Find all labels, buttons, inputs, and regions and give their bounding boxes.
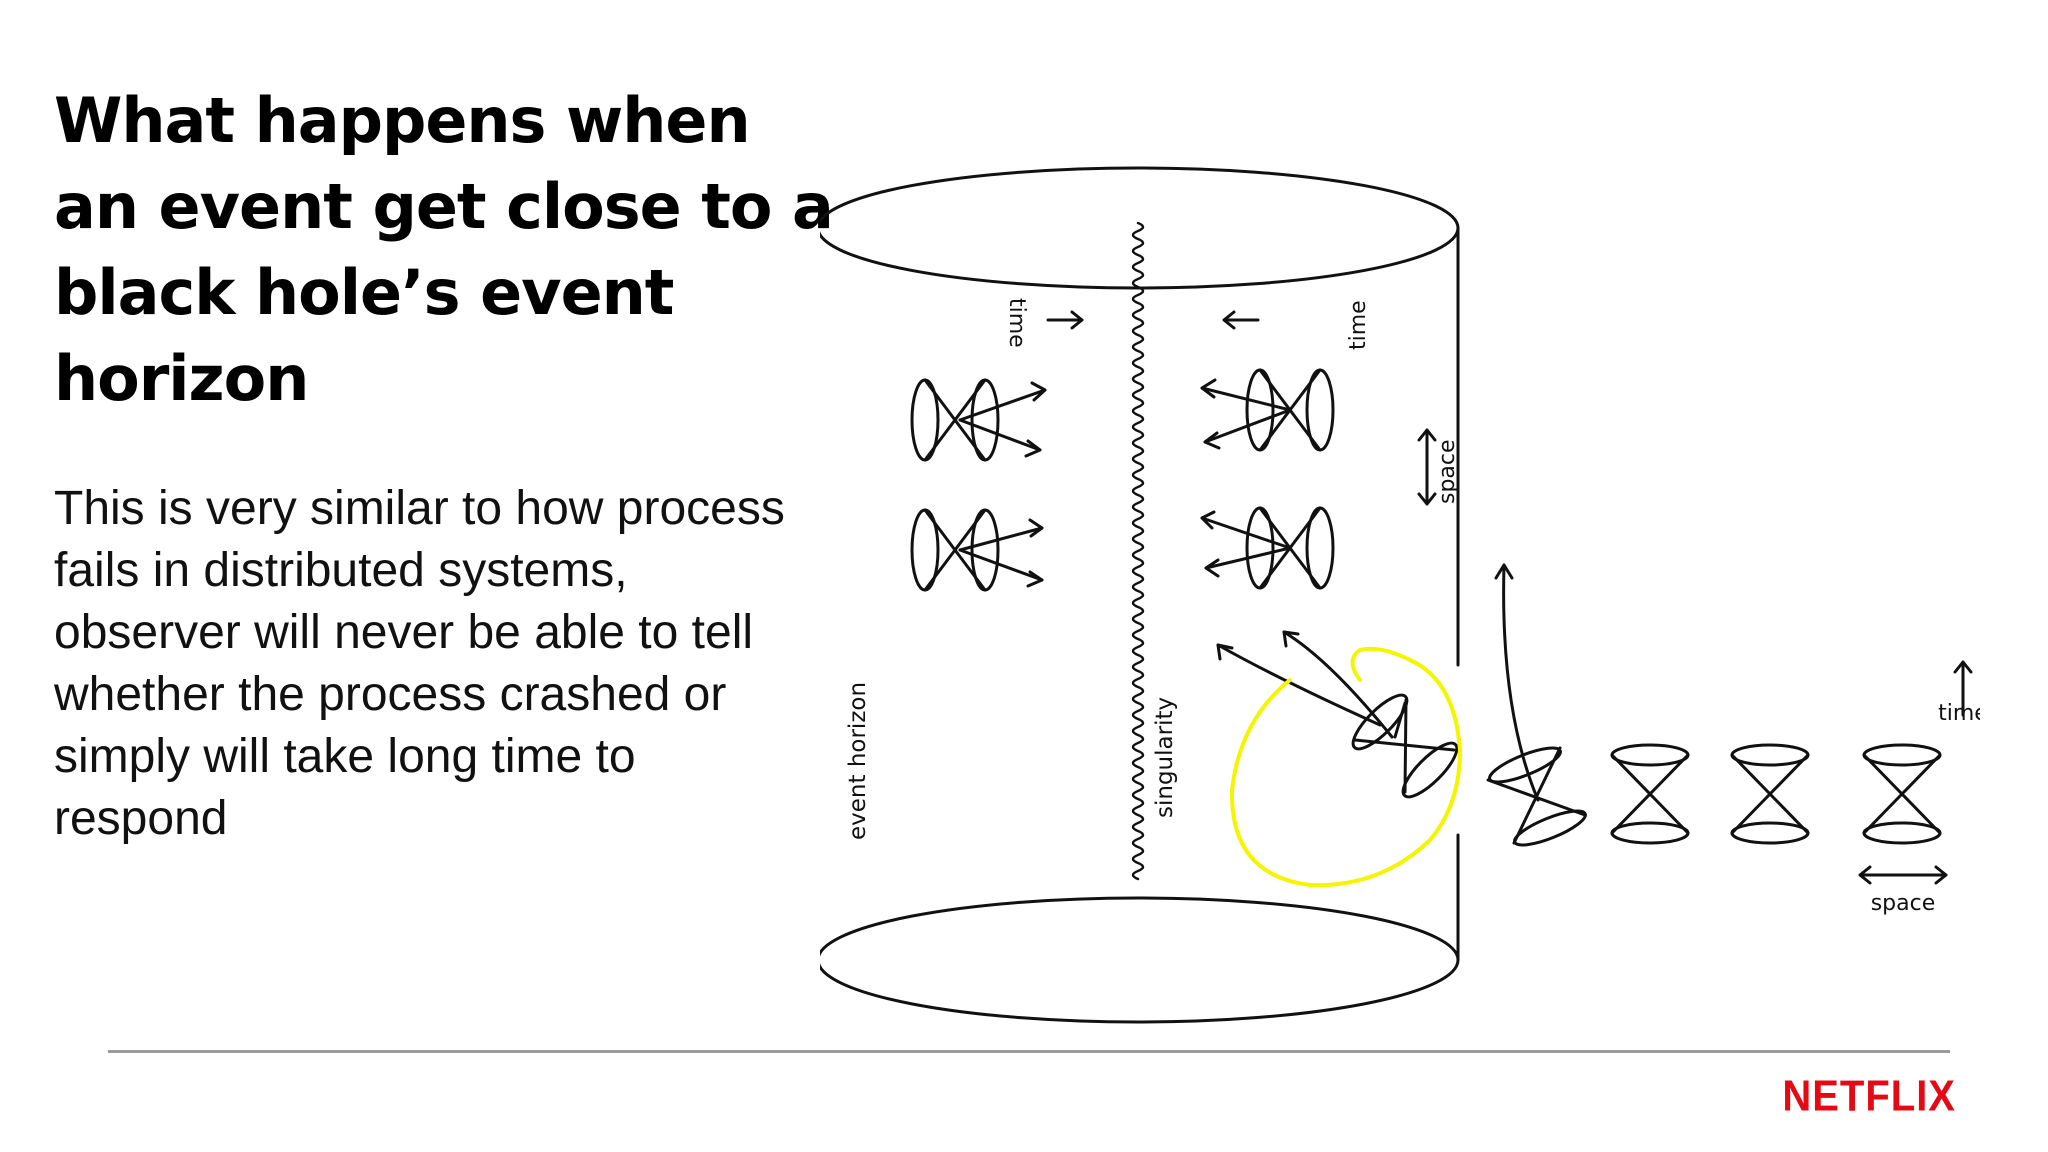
space-arrow-inside: [1417, 428, 1437, 506]
slide-body-text: This is very similar to how process fail…: [54, 482, 785, 845]
time-label-inside-right: time: [1346, 300, 1371, 350]
time-arrow-inside-left: [1046, 310, 1084, 330]
light-cone-outside-3: [1862, 743, 1942, 845]
singularity-wave: [1131, 221, 1145, 881]
space-label-outside: space: [1871, 891, 1936, 916]
highlight-circle: [1229, 646, 1463, 888]
space-label-inside: space: [1435, 439, 1460, 504]
time-label-outside: time: [1938, 701, 1980, 726]
time-arrow-outside: [1953, 660, 1973, 717]
cylinder-bottom-ellipse: [820, 896, 1460, 1024]
time-label-inside-left: time: [1004, 298, 1029, 348]
light-cone-outside-2: [1730, 743, 1810, 845]
space-arrow-outside: [1858, 865, 1948, 885]
footer-divider: [108, 1050, 1950, 1053]
light-cone-near-horizon: [1486, 563, 1587, 847]
black-hole-diagram: event horizon singularity time time spac…: [820, 166, 1980, 1024]
light-cone-inside-right-1: [1200, 368, 1335, 452]
light-cone-inside-left-2: [910, 508, 1044, 592]
event-horizon-label: event horizon: [845, 682, 871, 840]
light-cone-inside-right-2: [1200, 506, 1335, 590]
singularity-label: singularity: [1152, 697, 1178, 818]
light-cone-inside-left-1: [910, 378, 1047, 462]
netflix-logo: NETFLIX: [1782, 1071, 1956, 1121]
light-cone-outside-1: [1610, 743, 1690, 845]
time-arrow-inside-right: [1222, 310, 1260, 330]
slide-title: What happens when an event get close to …: [54, 84, 834, 415]
cylinder-top-ellipse: [820, 166, 1460, 290]
